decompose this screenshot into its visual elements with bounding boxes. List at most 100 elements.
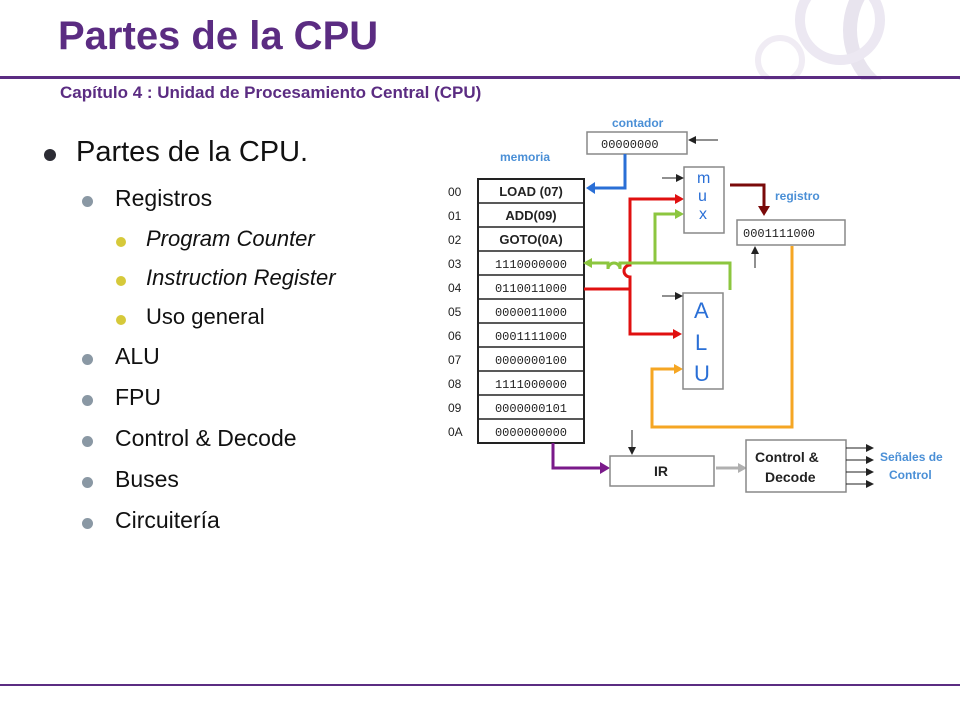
bullet-dot-icon [82,518,93,529]
memory-address: 04 [448,281,462,295]
page-title: Partes de la CPU [58,14,379,58]
wire-green [588,261,732,290]
memory-address: 09 [448,401,462,415]
bullet-text: Instruction Register [146,265,336,290]
memory-value: ADD(09) [505,208,556,223]
wire-orange [650,246,794,429]
memory-value: 1111000000 [495,378,567,392]
wire-red-alu [628,289,678,336]
wire-blue [590,154,627,190]
memory-value: 1110000000 [495,258,567,272]
memory-value: 0000000000 [495,426,567,440]
bullet-text: Program Counter [146,226,315,251]
alu-letter-l: L [695,330,707,355]
register-box [736,219,846,246]
bullet-dot-icon [82,354,93,365]
alu-box [682,292,724,390]
memory-value: GOTO(0A) [499,232,562,247]
header-divider [0,76,960,79]
alu-letter-u: U [694,361,710,386]
memory-table [477,178,585,444]
memory-rows: 00 LOAD (07) 01 ADD(09) 02 GOTO(0A) 03 11100000… [448,184,584,440]
bullet-item: Control & Decode [40,424,420,465]
memory-value: 0001111000 [495,330,567,344]
counter-box [586,131,688,155]
wire-gray-arrow [738,463,747,473]
bullet-text: Buses [115,466,179,492]
signals-line1: Señales de [880,450,943,464]
wire-green-arrow1 [583,258,592,268]
decorative-circles [755,0,960,80]
slide-header: Partes de la CPU Capítulo 4 : Unidad de … [0,0,960,110]
bullet-dot-icon [82,196,93,207]
page-subtitle: Capítulo 4 : Unidad de Procesamiento Cen… [60,83,482,102]
ir-label: IR [654,463,668,479]
memory-address: 00 [448,185,462,199]
memory-address: 02 [448,233,462,247]
wire-green-arrow2 [675,209,684,219]
bullet-text: Registros [115,185,213,211]
wire-darkred-arrow [758,206,770,216]
bullet-item: ALU [40,342,420,383]
memory-label: memoria [500,150,550,164]
bullet-dot-icon [82,395,93,406]
bullet-item: Instruction Register [40,264,420,303]
ir-box [609,455,715,487]
cpu-diagram: memoria contador registro 00000000 00 LOA… [448,116,943,493]
bullet-text: Partes de la CPU. [76,136,309,168]
memory-address: 03 [448,257,462,271]
signals-line2: Control [889,468,932,482]
mux-letter-x: x [699,206,707,223]
bullet-item: Uso general [40,303,420,342]
mux-letter-m: m [697,170,710,187]
memory-value: 0000011000 [495,306,567,320]
bullet-item: Program Counter [40,225,420,264]
memory-address: 05 [448,305,462,319]
wire-red-arrow1 [675,194,684,204]
bullet-text: ALU [115,343,160,369]
bullet-item: FPU [40,383,420,424]
memory-address: 0A [448,425,463,439]
bullet-dot-icon [82,477,93,488]
bullet-item: Registros [40,184,420,225]
bullet-dot-icon [82,436,93,447]
mux-letter-u: u [698,188,707,205]
register-value: 0001111000 [743,227,815,241]
bullet-dot-icon [116,237,126,247]
memory-value: LOAD (07) [499,184,563,199]
wire-darkred [730,183,766,210]
bullet-text: Control & Decode [115,425,297,451]
mux-box [683,166,725,234]
wire-blue-arrowhead [586,182,595,194]
wire-orange-arrow [674,364,683,374]
memory-address: 08 [448,377,462,391]
memory-value: 0000000100 [495,354,567,368]
bullet-text: Uso general [146,304,265,329]
footer-divider [0,684,960,686]
control-box [745,439,847,493]
counter-label: contador [612,116,664,130]
bullet-dot-icon [116,276,126,286]
wire-red-arrow2 [673,329,682,339]
wire-green-mux [653,212,680,263]
bullet-text: Circuitería [115,507,220,533]
control-line2: Decode [765,469,816,485]
wire-purple-arrow [600,462,610,474]
register-label: registro [775,189,820,203]
bullet-text: FPU [115,384,161,410]
bullet-dot-icon [44,149,56,161]
memory-address: 07 [448,353,462,367]
alu-letter-a: A [694,298,709,323]
bullet-dot-icon [116,315,126,325]
memory-value: 0000000101 [495,402,567,416]
wire-red [584,197,680,291]
control-line1: Control & [755,449,819,465]
bullet-item: Buses [40,465,420,506]
bullet-item: Partes de la CPU. [40,136,420,184]
memory-value: 0110011000 [495,282,567,296]
memory-address: 06 [448,329,462,343]
counter-value: 00000000 [601,138,659,152]
bullet-item: Circuitería [40,506,420,547]
memory-address: 01 [448,209,462,223]
